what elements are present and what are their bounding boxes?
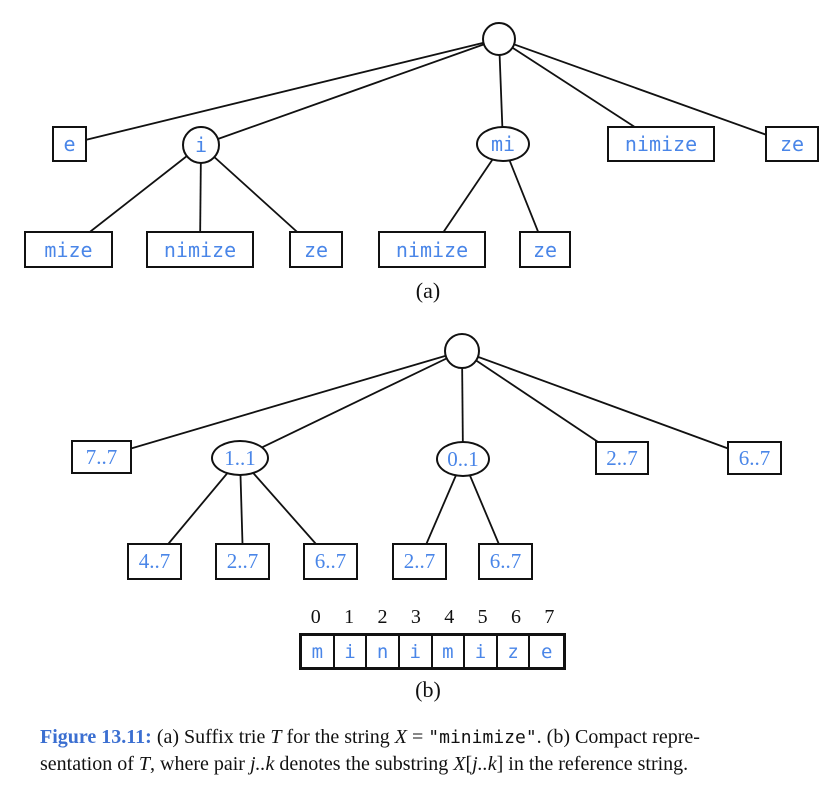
trie-a-leaf-ze-under-i: ze — [289, 231, 343, 268]
caption-var-T: T — [138, 753, 150, 775]
trie-b-leaf-6-7-under-11: 6..7 — [303, 543, 358, 580]
array-index-row: 0 1 2 3 4 5 6 7 — [299, 606, 566, 630]
array-cell: m — [433, 636, 466, 667]
array-cell: z — [498, 636, 531, 667]
trie-b-leaf-6-7-top: 6..7 — [727, 441, 782, 475]
array-cell: i — [400, 636, 433, 667]
trie-b-leaf-4-7: 4..7 — [127, 543, 182, 580]
caption-text: = — [407, 726, 429, 748]
array-index: 6 — [510, 606, 521, 628]
array-index: 1 — [344, 606, 355, 628]
array-index: 0 — [310, 606, 321, 628]
caption-figure-label: Figure 13.11: — [40, 726, 152, 748]
trie-a-leaf-nimize-under-i: nimize — [146, 231, 254, 268]
caption-text: . (b) Compact repre- — [536, 726, 700, 748]
edge-a-root-e — [68, 38, 500, 145]
array-cell: e — [540, 640, 553, 663]
caption-text: for the string — [281, 726, 395, 748]
trie-a-leaf-mize: mize — [24, 231, 113, 268]
caption-text: (a) Suffix trie — [151, 726, 271, 748]
trie-a-internal-i: i — [182, 126, 220, 164]
array-index: 7 — [544, 606, 555, 628]
edge-a-root-i — [200, 38, 500, 146]
caption-var-X: X — [453, 753, 466, 775]
trie-b-leaf-2-7-under-11: 2..7 — [215, 543, 270, 580]
trie-a-leaf-nimize-under-mi: nimize — [378, 231, 486, 268]
trie-a-leaf-nimize-top: nimize — [607, 126, 715, 162]
trie-b-leaf-2-7-top: 2..7 — [595, 441, 649, 475]
edge-b-root-11 — [239, 350, 463, 459]
trie-a-leaf-e: e — [52, 126, 87, 162]
array-cell: i — [465, 636, 498, 667]
caption-text: , where pair — [150, 753, 250, 775]
caption-var-jk: j..k — [249, 753, 275, 775]
caption-bracket: [ — [465, 753, 473, 775]
trie-a-root-node — [482, 22, 516, 56]
trie-a-leaf-ze-top: ze — [765, 126, 819, 162]
array-cell: n — [367, 636, 400, 667]
panel-b-label: (b) — [415, 677, 441, 702]
trie-b-root-node — [444, 333, 480, 369]
array-cell: i — [335, 636, 368, 667]
caption-quoted-string: "minimize" — [428, 727, 537, 748]
panel-a-label: (a) — [415, 278, 441, 303]
array-index: 5 — [477, 606, 488, 628]
trie-a-leaf-ze-under-mi: ze — [519, 231, 571, 268]
array-cell: m — [302, 636, 335, 667]
trie-b-leaf-2-7-under-01: 2..7 — [392, 543, 447, 580]
figure-caption: Figure 13.11: (a) Suffix trie T for the … — [40, 724, 810, 778]
array-index: 2 — [377, 606, 388, 628]
caption-var-X: X — [394, 726, 408, 748]
caption-var-T: T — [270, 726, 282, 748]
edge-b-root-27 — [461, 350, 623, 459]
caption-text: sentation of — [40, 753, 139, 775]
caption-text: denotes the substring — [274, 753, 454, 775]
trie-a-internal-mi: mi — [476, 126, 530, 162]
caption-bracket: ] — [496, 753, 504, 775]
trie-b-leaf-7-7: 7..7 — [71, 440, 132, 474]
edge-b-root-77 — [101, 350, 463, 458]
trie-b-internal-0-1: 0..1 — [436, 441, 490, 477]
array-index: 4 — [444, 606, 455, 628]
caption-line-1: Figure 13.11: (a) Suffix trie T for the … — [40, 724, 810, 751]
trie-b-leaf-6-7-under-01: 6..7 — [478, 543, 533, 580]
caption-line-2: sentation of T, where pair j..k denotes … — [40, 751, 810, 778]
trie-b-internal-1-1: 1..1 — [211, 440, 269, 476]
caption-text: in the reference string. — [503, 753, 689, 775]
edge-b-root-67 — [461, 350, 755, 459]
array-index: 3 — [410, 606, 421, 628]
caption-var-jk: j..k — [472, 753, 497, 775]
reference-string-array: m i n i m i z e — [299, 633, 566, 670]
edge-a-root-ze — [498, 38, 793, 145]
